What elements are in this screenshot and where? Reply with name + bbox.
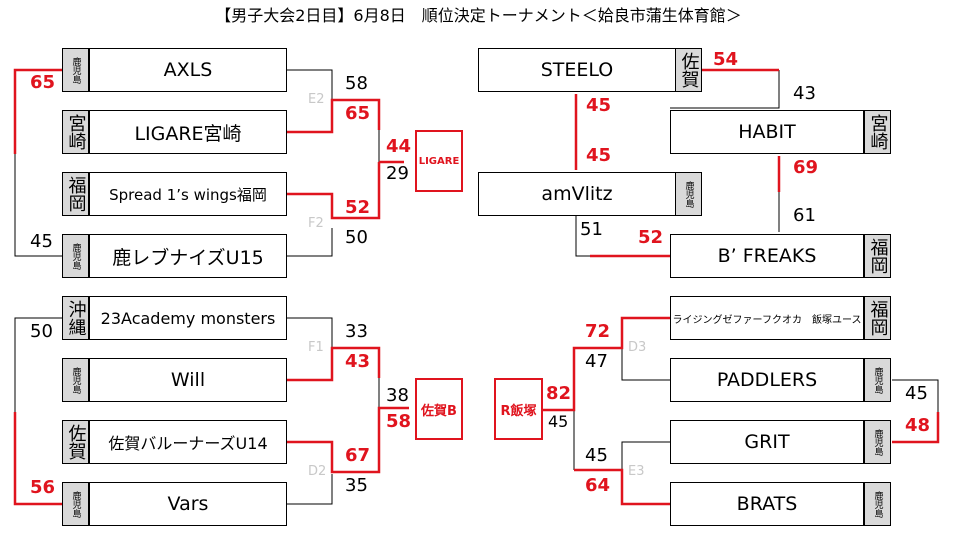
pref-label: 宮崎 <box>62 110 89 154</box>
score: 50 <box>345 227 368 248</box>
team-saga: 佐賀バルーナーズU14 <box>89 420 287 464</box>
score: 72 <box>585 321 611 342</box>
score: 65 <box>30 72 56 93</box>
score: 45 <box>905 383 928 404</box>
team-brats: BRATS <box>670 482 864 526</box>
winner-box-bottom-right: R飯塚 <box>494 378 543 440</box>
team-vars: Vars <box>89 482 287 526</box>
team-habit: HABIT <box>670 110 864 154</box>
team-amvlitz: amVlitz <box>478 172 676 216</box>
team-ligare: LIGARE宮崎 <box>89 110 287 154</box>
score: 64 <box>585 475 611 496</box>
team-axls: AXLS <box>89 48 287 92</box>
match-code: F2 <box>308 216 324 231</box>
pref-label: 鹿児島 <box>62 234 89 278</box>
pref-label: 佐賀 <box>62 420 89 464</box>
score: 45 <box>30 231 53 252</box>
page-title: 【男子大会2日目】6月8日 順位決定トーナメント＜姶良市蒲生体育館＞ <box>215 6 742 25</box>
score: 52 <box>638 227 664 248</box>
score: 50 <box>30 321 53 342</box>
team-will: Will <box>89 358 287 402</box>
pref-label: 福岡 <box>864 296 891 340</box>
pref-label: 鹿児島 <box>864 358 891 402</box>
pref-label: 鹿児島 <box>62 48 89 92</box>
team-rising: ライジングゼファーフクオカ 飯塚ユース <box>670 296 864 340</box>
score: 58 <box>345 73 368 94</box>
score: 48 <box>905 415 931 436</box>
pref-label: 佐賀 <box>675 48 702 92</box>
pref-label: 鹿児島 <box>62 358 89 402</box>
score: 56 <box>30 477 56 498</box>
winner-box-bottom-left: 佐賀B <box>415 378 463 440</box>
match-code: E2 <box>308 92 325 107</box>
match-code: F1 <box>308 340 324 355</box>
winner-box-top-left: LIGARE <box>415 130 463 192</box>
score: 69 <box>793 157 819 178</box>
team-paddlers: PADDLERS <box>670 358 864 402</box>
score: 33 <box>345 321 368 342</box>
score: 35 <box>345 475 368 496</box>
score: 45 <box>548 412 569 431</box>
score: 65 <box>345 103 371 124</box>
score: 52 <box>345 197 371 218</box>
score: 38 <box>386 385 409 406</box>
pref-label: 鹿児島 <box>864 482 891 526</box>
score: 67 <box>345 445 371 466</box>
score: 54 <box>713 49 739 70</box>
pref-label: 鹿児島 <box>62 482 89 526</box>
pref-label: 沖縄 <box>62 296 89 340</box>
team-spread: Spread 1’s wings福岡 <box>89 172 287 216</box>
winner-lines <box>13 68 940 506</box>
score: 44 <box>386 136 412 157</box>
score: 45 <box>586 145 612 166</box>
match-code: E3 <box>628 464 645 479</box>
score: 61 <box>793 205 816 226</box>
score: 47 <box>585 351 608 372</box>
score: 58 <box>386 411 412 432</box>
pref-label: 福岡 <box>864 234 891 278</box>
pref-label: 鹿児島 <box>864 420 891 464</box>
team-bfreaks: B’ FREAKS <box>670 234 864 278</box>
team-reb: 鹿レブナイズU15 <box>89 234 287 278</box>
team-grit: GRIT <box>670 420 864 464</box>
pref-label: 鹿児島 <box>675 172 702 216</box>
score: 43 <box>345 351 371 372</box>
score: 43 <box>793 83 816 104</box>
pref-label: 宮崎 <box>864 110 891 154</box>
score: 51 <box>580 219 603 240</box>
team-academy: 23Academy monsters <box>89 296 287 340</box>
score: 82 <box>546 383 572 404</box>
score: 29 <box>386 163 409 184</box>
match-code: D3 <box>628 340 647 355</box>
pref-label: 福岡 <box>62 172 89 216</box>
score: 45 <box>585 445 608 466</box>
match-code: D2 <box>308 464 327 479</box>
team-steelo: STEELO <box>478 48 676 92</box>
score: 45 <box>586 95 612 116</box>
